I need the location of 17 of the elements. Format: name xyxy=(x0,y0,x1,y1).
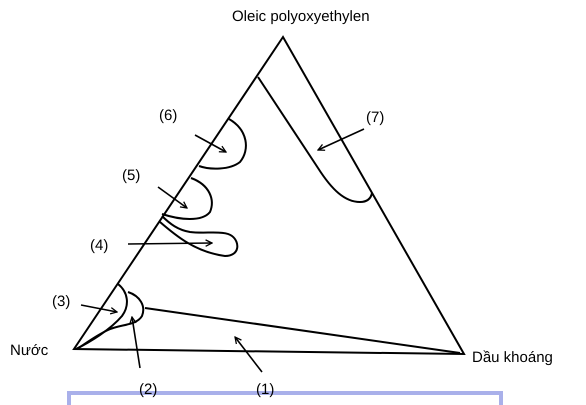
region-number: (5) xyxy=(122,167,140,185)
leader-arrow xyxy=(128,239,213,247)
axis-vertex-label: Nước xyxy=(10,342,48,360)
axis-vertex-label: Dầu khoáng xyxy=(472,349,553,367)
region-number: (3) xyxy=(52,293,70,311)
leader-arrow xyxy=(80,304,118,315)
leader-arrow xyxy=(158,186,188,209)
region-number: (7) xyxy=(366,109,384,127)
region-number: (1) xyxy=(256,381,274,399)
leader-arrow xyxy=(129,316,141,368)
region-number: (4) xyxy=(90,237,108,255)
region-number: (2) xyxy=(139,381,158,399)
region-number: (6) xyxy=(159,107,178,125)
leader-arrow xyxy=(194,134,227,153)
leader-arrow xyxy=(317,128,364,151)
leader-arrow xyxy=(234,336,263,372)
axis-vertex-label: Oleic polyoxyethylen xyxy=(232,8,370,26)
